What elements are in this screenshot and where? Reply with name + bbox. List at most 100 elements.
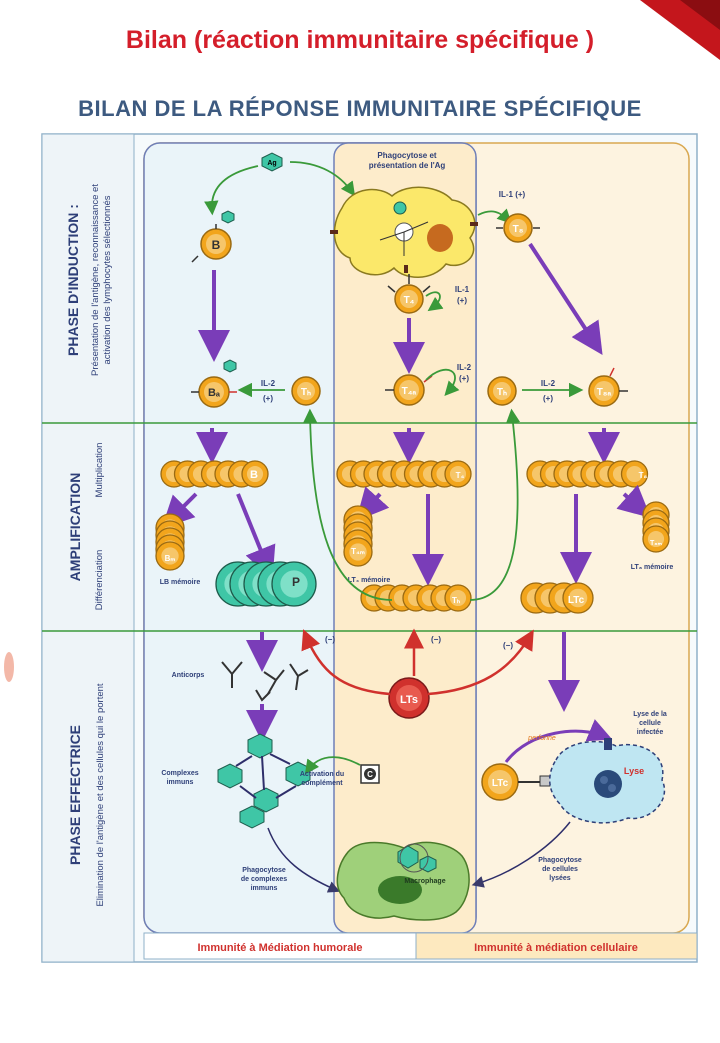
svg-text:de cellules: de cellules [542,866,578,873]
t4m-label: T₄ₘ [351,547,365,556]
b-clone-label: B [250,469,258,481]
svg-text:Tₕ: Tₕ [497,387,507,398]
inhibition-arrow-right [427,629,534,696]
arrow-il1-t8 [477,208,512,224]
antigen-top: Ag [261,152,283,172]
feedback-arrow-right [469,408,521,601]
lt4-memoire-label: LT₄ mémoire [348,577,391,584]
svg-text:C: C [367,770,373,779]
complement-c: C [360,764,380,784]
antigen-presenting-macrophage [330,186,478,278]
bm-stack [155,513,185,571]
ltc-clone-label: LTc [568,595,585,606]
arrow-ag-to-macrophage [289,161,356,197]
svg-text:T₄: T₄ [404,295,415,306]
ltc-clone-cell-nucleus [568,588,588,608]
anticorps-label: Anticorps [172,672,205,679]
svg-text:T₈ₐ: T₈ₐ [597,387,612,398]
infected-cell: Lyse [549,738,666,824]
bm-cell-nucleus [161,547,179,565]
svg-text:Activation du: Activation du [300,771,344,778]
plasmocyte-cell-nucleus [280,570,308,598]
svg-text:Phagocytose et: Phagocytose et [377,151,436,160]
svg-text:Présentation de l'antigène, re: Présentation de l'antigène, reconnaissan… [90,184,101,376]
feedback-arrow-left [302,408,393,601]
arrow-il1-t4 [425,291,444,312]
arrow-il2-t4a [425,368,460,397]
t8m-stack [642,501,670,553]
b-clone-cell-nucleus [246,465,264,483]
footer-humoral: Immunité à Médiation humorale [197,942,362,954]
svg-text:de complexes: de complexes [241,876,287,883]
arrow-to-plasmocytes [236,493,276,580]
t8-clone-label: T₈ [639,471,648,480]
footer-cellular: Immunité à médiation cellulaire [474,942,638,954]
t8-cell: T₈ [496,213,540,243]
il1-label: IL-1 (+) [499,190,526,199]
activation-label: Activation du complément [300,771,344,787]
ltc-effector-cell: LTc [481,763,519,801]
t8-clone-row [526,460,649,488]
svg-text:(+): (+) [457,296,467,305]
th-cell-left: Tₕ [291,376,321,406]
svg-text:Lyse: Lyse [624,766,644,776]
svg-text:LTc: LTc [492,778,509,789]
t8a-cell: T₈ₐ [588,367,628,407]
phase-induction-label: PHASE D'INDUCTION : Présentation de l'an… [65,184,113,376]
complexes-label: Complexes immuns [161,770,198,786]
perforine-label: perforine [527,735,556,742]
svg-text:Tₕ: Tₕ [301,387,311,398]
svg-text:Complexes: Complexes [161,770,198,777]
svg-text:Elimination de l'antigène et d: Elimination de l'antigène et des cellule… [95,683,106,906]
lyse-top-label: Lyse de la cellule infectée [633,711,667,736]
th-clone-cell-nucleus [449,589,467,607]
arrow-complement [304,756,361,775]
svg-text:Multiplication: Multiplication [94,443,105,498]
arrow-t8-to-t8a [528,242,603,356]
svg-text:(+): (+) [459,374,469,383]
corner-decoration-dark [680,0,720,30]
arrow-ag-to-b [204,165,259,216]
svg-text:Différenciation: Différenciation [94,550,105,611]
page-title: Bilan (réaction immunitaire spécifique ) [125,26,595,54]
lb-memoire-label: LB mémoire [160,579,201,586]
ltc-clone-row [520,582,594,614]
svg-text:(+): (+) [543,394,553,403]
svg-text:lysées: lysées [549,875,571,882]
t4m-cell-nucleus [349,543,367,561]
lts-cell: LTs [388,677,430,719]
lt8-memoire-label: LT₈ mémoire [631,564,674,571]
t8m-cell-nucleus [647,530,665,548]
t8-clone-cell-nucleus [626,465,643,483]
p-label: P [292,575,300,589]
b-clone-row [160,460,269,488]
t4-clone-label: T₄ [456,471,465,480]
svg-text:activation des lymphocytes sél: activation des lymphocytes sélectionnés [102,195,113,364]
svg-text:complément: complément [301,780,343,787]
minus-label-left: (−) [325,635,335,644]
immune-complex [217,733,311,829]
t4-clone-row [336,460,472,488]
footer-humoral-band [143,932,417,960]
svg-text:LTs: LTs [400,694,418,706]
svg-text:PHASE D'INDUCTION :: PHASE D'INDUCTION : [65,204,81,356]
phase-amplification-label: AMPLIFICATION Différenciation Multiplica… [67,443,105,611]
arrow-lysed-macrophage [471,821,571,888]
svg-text:PHASE EFFECTRICE: PHASE EFFECTRICE [67,725,83,865]
svg-text:présentation de l'Ag: présentation de l'Ag [369,161,446,170]
edge-mark [4,652,14,682]
bm-label: Bₘ [165,554,176,563]
svg-text:T₈: T₈ [513,224,524,235]
minus-label-right: (−) [503,641,513,650]
phase-label-column [41,133,135,963]
phase-effectrice-label: PHASE EFFECTRICE Elimination de l'antigè… [67,683,106,906]
diagram-title: BILAN DE LA RÉPONSE IMMUNITAIRE SPÉCIFIQ… [78,96,642,121]
svg-text:Bₐ: Bₐ [208,387,221,399]
t4-clone-cell-nucleus [449,465,467,483]
b-cell: B [191,210,235,263]
svg-text:T₄ₐ: T₄ₐ [402,386,417,397]
arrow-to-t8m [616,484,651,518]
svg-text:(+): (+) [263,394,273,403]
inhibition-arrow-left [301,629,391,696]
